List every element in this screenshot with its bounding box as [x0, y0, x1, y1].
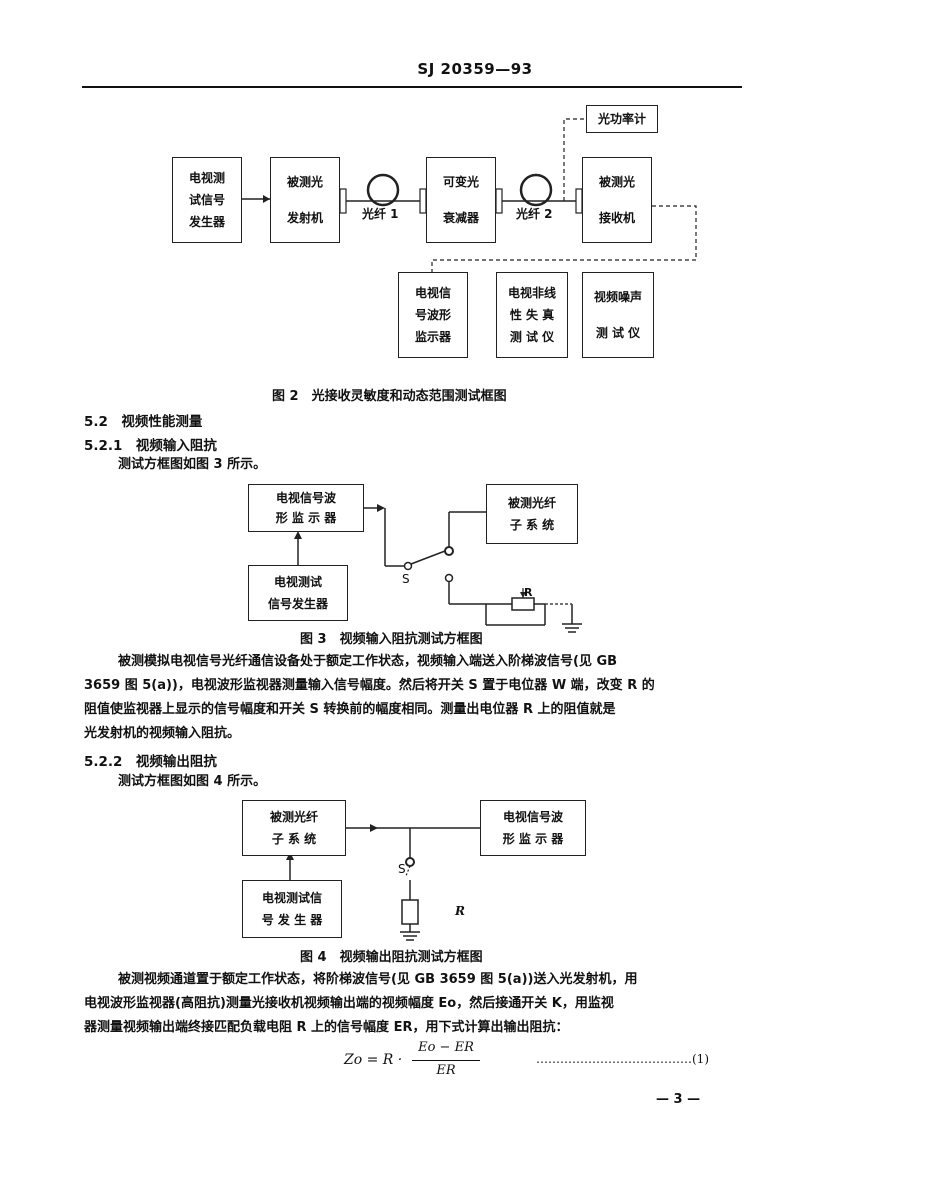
box-line: 监示器	[414, 330, 451, 344]
fig4-test-signal-generator-box: 电视测试信 号 发 生 器	[242, 880, 342, 938]
box-line: 电视测试	[273, 575, 322, 589]
formula-numerator: Eo − ER	[418, 1040, 474, 1055]
box-line: 号 发 生 器	[261, 913, 323, 927]
paragraph-line: 电视波形监视器(高阻抗)测量光接收机视频输出端的视频幅度 Eo，然后接通开关 K…	[84, 996, 614, 1011]
box-line: 电视非线	[507, 286, 556, 300]
box-line: 被测光纤	[269, 810, 318, 824]
fiber-1-label: 光纤 1	[362, 207, 399, 221]
tv-signal-generator-box: 电视测 试信号 发生器	[172, 157, 242, 243]
figure-3-intro: 测试方框图如图 3 所示。	[118, 457, 267, 472]
section-5-2-2-heading: 5.2.2 视频输出阻抗	[84, 754, 217, 770]
box-line: 电视信	[414, 286, 451, 300]
box-line: 被测光	[598, 175, 635, 189]
fig3-switch-label: S	[402, 572, 410, 586]
waveform-monitor-box: 电视信 号波形 监示器	[398, 272, 468, 358]
paragraph-line: 器测量视频输出端终接匹配负载电阻 R 上的信号幅度 ER，用下式计算出输出阻抗：	[84, 1020, 569, 1035]
document-code: SJ 20359—93	[417, 60, 533, 78]
figure-3-caption: 图 3 视频输入阻抗测试方框图	[300, 632, 483, 647]
section-5-2-heading: 5.2 视频性能测量	[84, 414, 203, 430]
fiber-2-label: 光纤 2	[516, 207, 553, 221]
paragraph-line: 阻值使监视器上显示的信号幅度和开关 S 转换前的幅度相同。测量出电位器 R 上的…	[84, 702, 616, 717]
formula-denominator: ER	[436, 1063, 456, 1078]
fig4-resistor-label: R	[455, 904, 465, 918]
box-line: 衰减器	[442, 211, 479, 225]
box-line: 形 监 示 器	[502, 832, 564, 846]
box-line: 接收机	[598, 211, 635, 225]
box-line: 测 试 仪	[595, 326, 641, 340]
figure-4-intro: 测试方框图如图 4 所示。	[118, 774, 267, 789]
figure-2-caption: 图 2 光接收灵敏度和动态范围测试框图	[272, 389, 507, 404]
fig3-waveform-monitor-box: 电视信号波 形 监 示 器	[248, 484, 364, 532]
header-rule	[82, 86, 742, 88]
section-5-2-1-heading: 5.2.1 视频输入阻抗	[84, 438, 217, 454]
formula-number: …………………………………(1)	[536, 1052, 709, 1066]
fig3-test-signal-generator-box: 电视测试 信号发生器	[248, 565, 348, 621]
figure-4-caption: 图 4 视频输出阻抗测试方框图	[300, 950, 483, 965]
paragraph-line: 被测视频通道置于额定工作状态，将阶梯波信号(见 GB 3659 图 5(a))送…	[118, 972, 638, 987]
formula-lhs: Zo = R ·	[344, 1052, 403, 1068]
variable-attenuator-box: 可变光 衰减器	[426, 157, 496, 243]
video-noise-tester-box: 视频噪声 测 试 仪	[582, 272, 654, 358]
box-line: 发射机	[286, 211, 323, 225]
box-line: 电视信号波	[275, 491, 336, 505]
box-line: 性 失 真	[509, 308, 555, 322]
box-line: 号波形	[414, 308, 451, 322]
box-line: 发生器	[188, 215, 225, 229]
optical-transmitter-box: 被测光 发射机	[270, 157, 340, 243]
box-line: 视频噪声	[593, 290, 642, 304]
fig4-waveform-monitor-box: 电视信号波 形 监 示 器	[480, 800, 586, 856]
box-line: 子 系 统	[271, 832, 317, 846]
fig3-fiber-subsystem-box: 被测光纤 子 系 统	[486, 484, 578, 544]
box-line: 被测光	[286, 175, 323, 189]
box-line: 电视测	[188, 171, 225, 185]
box-line: 可变光	[442, 175, 479, 189]
box-line: 电视测试信	[261, 891, 322, 905]
paragraph-line: 光发射机的视频输入阻抗。	[84, 726, 241, 741]
section-5-2-2-text: 被测视频通道置于额定工作状态，将阶梯波信号(见 GB 3659 图 5(a))送…	[84, 968, 764, 1040]
fig4-fiber-subsystem-box: 被测光纤 子 系 统	[242, 800, 346, 856]
box-line: 测 试 仪	[509, 330, 555, 344]
box-line: 光功率计	[597, 112, 646, 126]
paragraph-line: 被测模拟电视信号光纤通信设备处于额定工作状态，视频输入端送入阶梯波信号(见 GB	[118, 654, 618, 669]
box-line: 信号发生器	[267, 597, 328, 611]
box-line: 子 系 统	[509, 518, 555, 532]
box-line: 被测光纤	[507, 496, 556, 510]
optical-power-meter-box: 光功率计	[586, 105, 658, 133]
page-number: — 3 —	[656, 1092, 701, 1107]
paragraph-line: 3659 图 5(a))，电视波形监视器测量输入信号幅度。然后将开关 S 置于电…	[84, 678, 655, 693]
section-5-2-1-text: 被测模拟电视信号光纤通信设备处于额定工作状态，视频输入端送入阶梯波信号(见 GB…	[84, 650, 764, 746]
optical-receiver-box: 被测光 接收机	[582, 157, 652, 243]
fig3-resistor-label: R	[524, 586, 533, 599]
fig4-switch-label: S	[398, 862, 406, 876]
box-line: 形 监 示 器	[275, 511, 337, 525]
nonlinear-distortion-tester-box: 电视非线 性 失 真 测 试 仪	[496, 272, 568, 358]
formula-fraction-bar	[412, 1060, 480, 1061]
box-line: 电视信号波	[502, 810, 563, 824]
box-line: 试信号	[188, 193, 225, 207]
